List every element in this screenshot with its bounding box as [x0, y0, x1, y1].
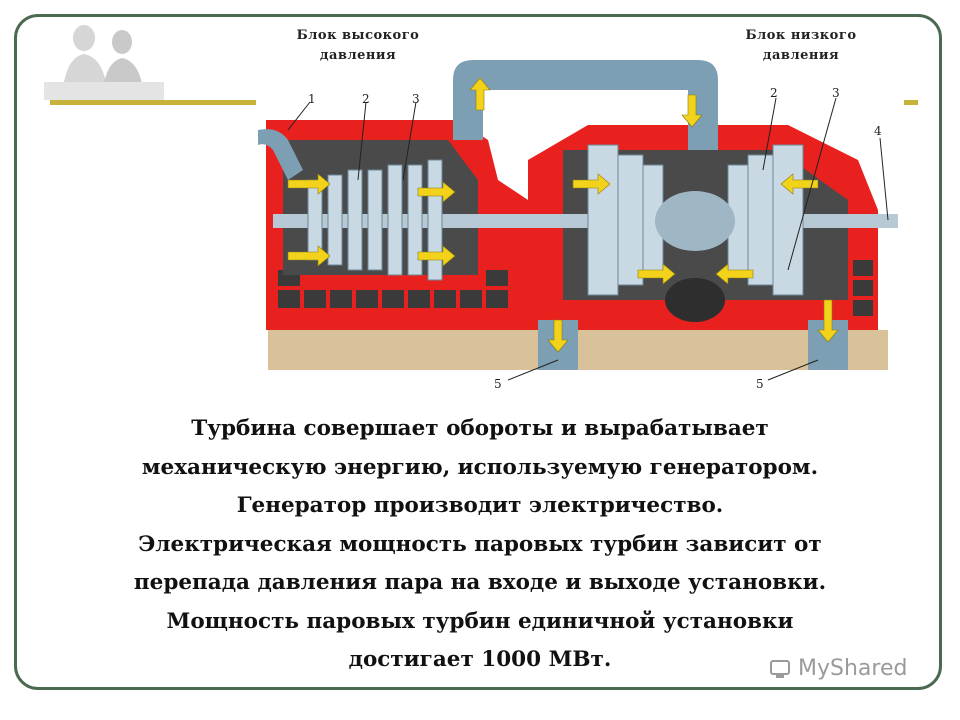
crossover-pipe: [453, 60, 718, 150]
lp-rotor-hub: [655, 191, 735, 251]
myshared-logo-icon: [770, 659, 790, 678]
low-pressure-label: Блок низкого давления: [745, 28, 857, 63]
steam-turbine-diagram: [258, 60, 898, 381]
callout-1: 1: [308, 92, 316, 106]
high-pressure-label: Блок высокого давления: [296, 28, 420, 63]
steam-inlet-pipe: [258, 129, 303, 180]
caption-text: Турбина совершает обороты и вырабатывает…: [40, 410, 920, 680]
callout-3-high: 3: [412, 92, 420, 106]
caption-line: достигает 1000 МВт.: [348, 647, 612, 672]
caption-line: перепада давления пара на входе и выходе…: [133, 570, 827, 595]
caption-line: Мощность паровых турбин единичной устано…: [166, 608, 794, 634]
callout-5-left: 5: [494, 377, 502, 391]
caption-line: механическую энергию, используемую генер…: [141, 454, 819, 480]
people-logo-icon: [44, 25, 164, 100]
caption-line: Турбина совершает обороты и вырабатывает: [191, 416, 769, 441]
caption-line: Генератор производит электричество.: [236, 493, 724, 518]
callout-5-right: 5: [756, 377, 764, 391]
watermark: MyShared: [768, 656, 907, 681]
watermark-text: MyShared: [798, 656, 908, 681]
accent-line-left: [50, 100, 256, 105]
turbine-shaft: [273, 214, 898, 228]
accent-line-right: [904, 100, 918, 105]
caption-line: Электрическая мощность паровых турбин за…: [138, 531, 822, 557]
callout-2-high: 2: [362, 92, 370, 106]
callout-4: 4: [874, 124, 882, 138]
callout-2-low: 2: [770, 86, 778, 100]
callout-3-low: 3: [832, 86, 840, 100]
